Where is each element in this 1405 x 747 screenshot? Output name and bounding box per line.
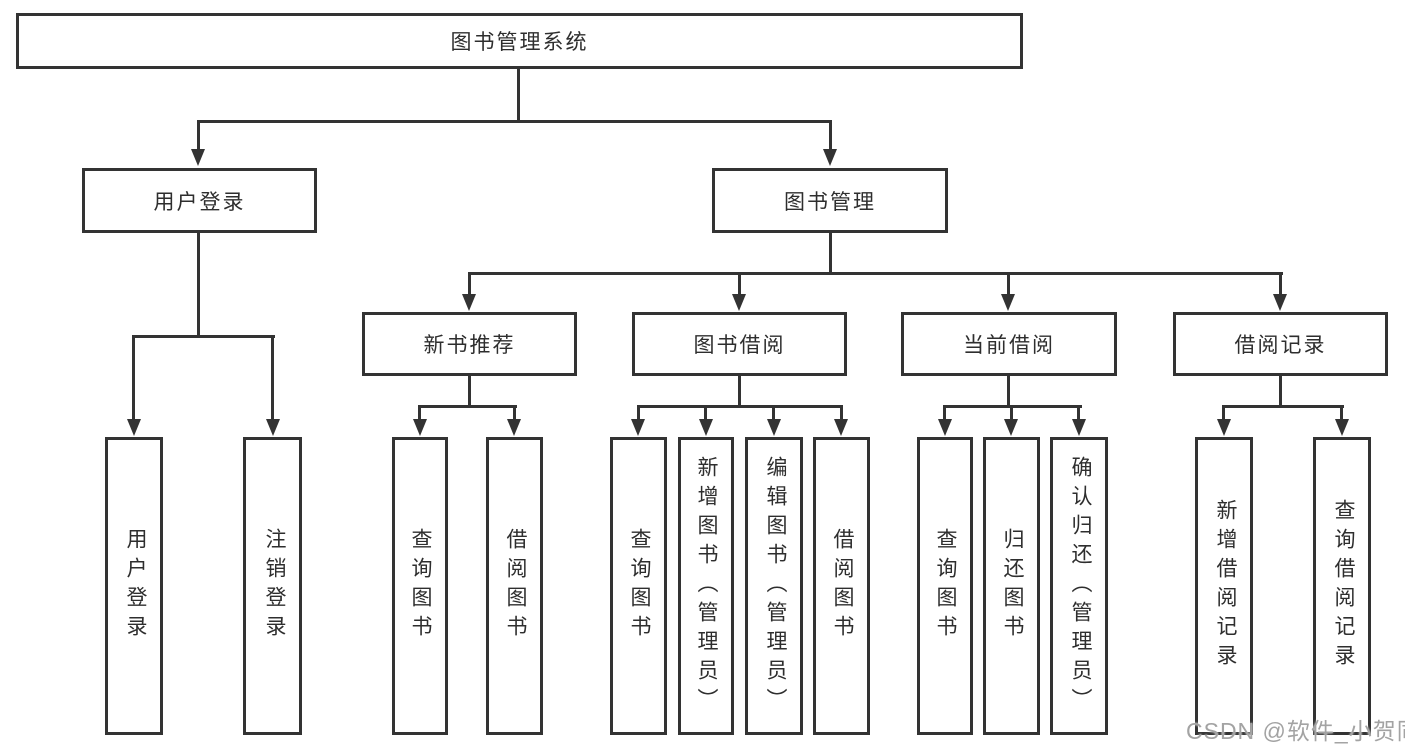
arrowhead-icon [767, 419, 781, 436]
connector-leaf-shaft [772, 405, 775, 421]
connector-leaf-shaft [1010, 405, 1013, 421]
arrowhead-icon [631, 419, 645, 436]
arrowhead-icon [834, 419, 848, 436]
arrowhead-icon [1217, 419, 1231, 436]
connector-leaf-shaft [271, 335, 274, 421]
arrowhead-icon [1273, 294, 1287, 311]
connector-book-management-shaft [829, 120, 832, 151]
connector-bar [637, 405, 843, 408]
connector-leaf-shaft [418, 405, 421, 421]
leaf-query-borrowing-record: 查询借阅记录 [1313, 437, 1371, 735]
connector-branch-shaft [468, 272, 471, 296]
leaf-query-books: 查询图书 [610, 437, 667, 735]
node-book-borrowing: 图书借阅 [632, 312, 847, 376]
arrowhead-icon [413, 419, 427, 436]
connector-bar [1222, 405, 1344, 408]
arrowhead-icon [1335, 419, 1349, 436]
connector-leaf-shaft [943, 405, 946, 421]
leaf-add-borrowing-record: 新增借阅记录 [1195, 437, 1253, 735]
node-current-borrowing: 当前借阅 [901, 312, 1117, 376]
csdn-watermark: CSDN @软件_小贺同学 [1186, 718, 1405, 744]
connector-user-login-bar [132, 335, 275, 338]
arrowhead-icon [938, 419, 952, 436]
leaf-borrow-books: 借阅图书 [486, 437, 543, 735]
node-library-management-system: 图书管理系统 [16, 13, 1023, 69]
connector-leaf-shaft [637, 405, 640, 421]
node-book-management: 图书管理 [712, 168, 948, 233]
connector-stem [1279, 376, 1282, 408]
arrowhead-icon [1072, 419, 1086, 436]
arrowhead-icon [1001, 294, 1015, 311]
connector-leaf-shaft [1077, 405, 1080, 421]
connector-branch-shaft [1007, 272, 1010, 296]
connector-leaf-shaft [513, 405, 516, 421]
connector-leaf-shaft [1222, 405, 1225, 421]
connector-bar [418, 405, 517, 408]
connector-branch-shaft [738, 272, 741, 296]
leaf-edit-books-admin: 编辑图书（管理员） [745, 437, 803, 735]
leaf-add-books-admin: 新增图书（管理员） [678, 437, 734, 735]
leaf-query-books: 查询图书 [392, 437, 448, 735]
node-borrowing-records: 借阅记录 [1173, 312, 1388, 376]
leaf-user-login: 用户登录 [105, 437, 163, 735]
connector-book-management-stem [829, 233, 832, 275]
arrowhead-icon [823, 149, 837, 166]
connector-root-stem [517, 68, 520, 123]
arrowhead-icon [191, 149, 205, 166]
connector-branch-shaft [1279, 272, 1282, 296]
connector-leaf-shaft [1340, 405, 1343, 421]
connector-book-management-bar [468, 272, 1283, 275]
connector-leaf-shaft [840, 405, 843, 421]
connector-stem [1007, 376, 1010, 408]
node-user-login: 用户登录 [82, 168, 317, 233]
connector-stem [738, 376, 741, 408]
leaf-logout: 注销登录 [243, 437, 302, 735]
arrowhead-icon [732, 294, 746, 311]
arrowhead-icon [699, 419, 713, 436]
arrowhead-icon [266, 419, 280, 436]
leaf-confirm-return-admin: 确认归还（管理员） [1050, 437, 1108, 735]
leaf-borrow-books: 借阅图书 [813, 437, 870, 735]
connector-user-login-stem [197, 233, 200, 337]
arrowhead-icon [127, 419, 141, 436]
arrowhead-icon [1004, 419, 1018, 436]
connector-leaf-shaft [704, 405, 707, 421]
connector-stem [468, 376, 471, 408]
arrowhead-icon [462, 294, 476, 311]
leaf-return-books: 归还图书 [983, 437, 1040, 735]
connector-leaf-shaft [132, 335, 135, 421]
node-new-book-recommendation: 新书推荐 [362, 312, 577, 376]
connector-user-login-shaft [197, 120, 200, 151]
connector-root-bar [197, 120, 832, 123]
leaf-query-books: 查询图书 [917, 437, 973, 735]
arrowhead-icon [507, 419, 521, 436]
